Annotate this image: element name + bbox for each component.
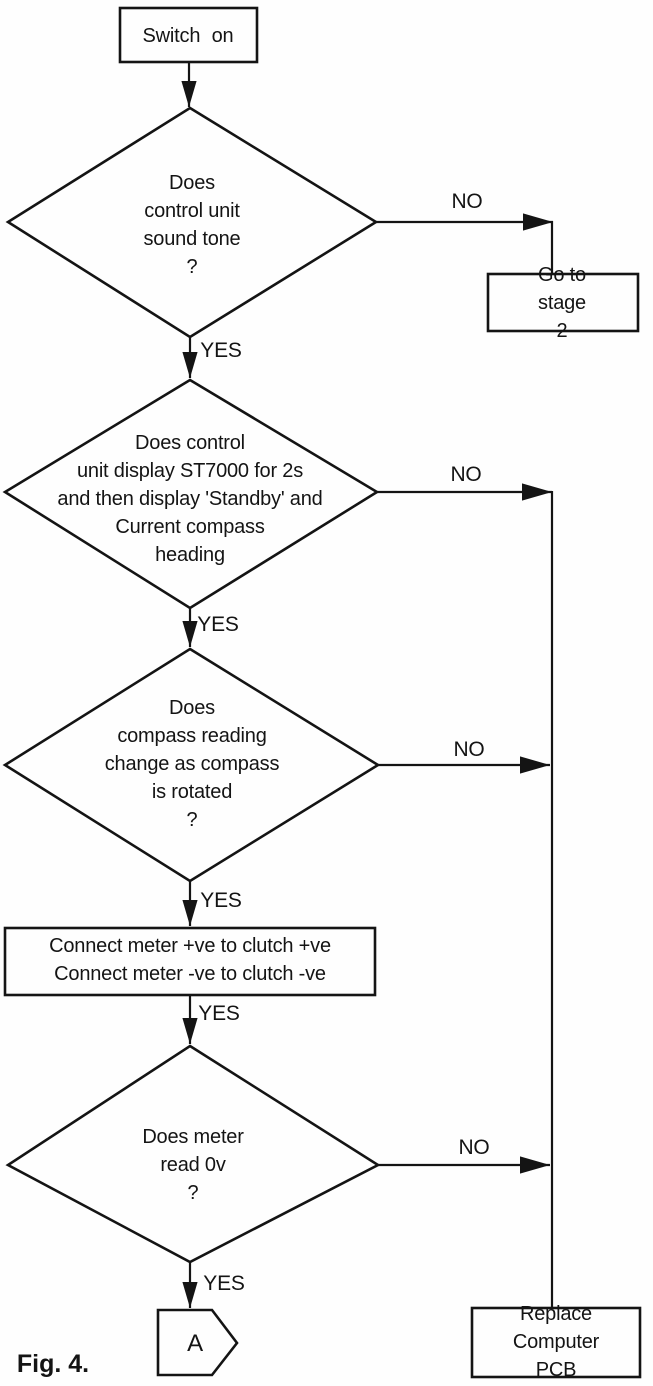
connect-meter-box [3,926,377,997]
connect-meter-label: Connect meter +ve to clutch +ve Connect … [49,935,331,985]
decision-compass-diamond [2,647,381,883]
edge-label-yes-5: YES [203,1272,245,1295]
decision-sound-tone-diamond [5,106,379,339]
edge-label-no-3: NO [453,738,485,761]
edge-label-yes-4: YES [198,1002,240,1025]
go-to-stage-2-label: Go to stage 2 [538,264,586,342]
start-label: Switch on [142,25,234,47]
connector-a-label: A [187,1330,203,1357]
edge-label-no-2: NO [450,463,482,486]
start-box [118,6,259,64]
decision-meter-diamond [5,1044,381,1264]
decision-sound-tone-label: Does control unit sound tone ? [143,172,241,278]
figure-caption: Fig. 4. [16,1350,90,1378]
decision-compass-label: Does compass reading change as compass i… [104,697,280,831]
edge-label-no-1: NO [451,190,483,213]
replace-pcb-label: Replace Computer PCB [512,1303,600,1381]
go-to-stage-2-box [486,272,640,333]
connector-a-pentagon [156,1308,239,1377]
decision-meter-label: Does meter read 0v ? [142,1126,244,1204]
decision-display-label: Does control unit display ST7000 for 2s … [57,432,323,566]
decision-display-diamond [2,378,380,610]
edge-label-no-4: NO [458,1136,490,1159]
edge-label-yes-1: YES [200,339,242,362]
edge-label-yes-2: YES [197,613,239,636]
edge-label-yes-3: YES [200,889,242,912]
replace-pcb-box [470,1306,642,1379]
